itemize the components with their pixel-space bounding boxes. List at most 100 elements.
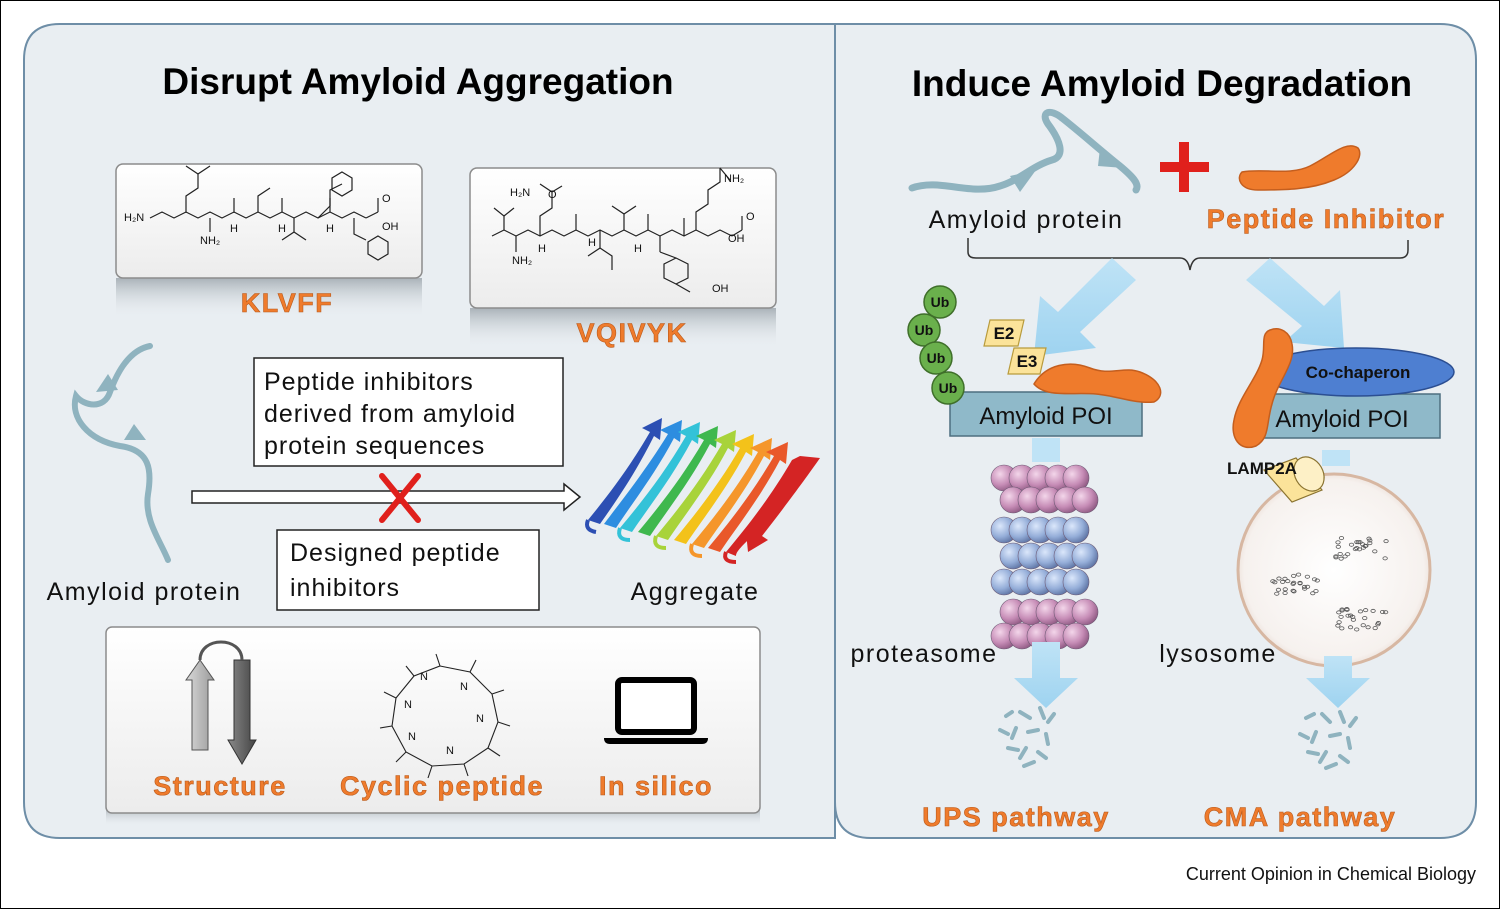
cma-peptide-fragments xyxy=(1298,710,1358,770)
designed-box-line-1: Designed peptide xyxy=(290,539,501,567)
peptide-inhibitor-shape xyxy=(1238,145,1361,191)
ub-label-4: Ub xyxy=(939,380,958,396)
lysosome-particle xyxy=(1290,588,1296,593)
lysosome-particle xyxy=(1282,587,1288,592)
cyclic-n-5: N xyxy=(408,731,416,743)
lysosome-particle xyxy=(1335,540,1341,545)
lysosome-particle xyxy=(1280,579,1286,584)
cyclic-n-6: N xyxy=(404,699,412,711)
lysosome-label: lysosome xyxy=(1159,640,1277,668)
proteasome-icon xyxy=(990,464,1099,650)
vqivyk-label: VQIVYK xyxy=(576,318,687,348)
arrow-to-ups xyxy=(1034,258,1136,356)
ups-pathway-label: UPS pathway xyxy=(922,802,1110,832)
lysosome-particle xyxy=(1336,610,1342,615)
ups-peptide-fragments xyxy=(998,706,1056,768)
designed-inhibitors-box xyxy=(276,529,540,611)
lysosome-particle xyxy=(1333,555,1339,560)
lysosome-particle xyxy=(1339,626,1345,631)
lysosome-particle xyxy=(1365,625,1371,630)
klvff-h3: H xyxy=(326,223,334,235)
vqivyk-structure-card: H₂N O NH₂ H H H NH₂ O OH OH xyxy=(469,167,777,348)
lysosome-particle xyxy=(1352,547,1358,552)
lysosome-particle xyxy=(1291,573,1297,578)
cyclic-n-2: N xyxy=(460,681,468,693)
lysosome-particle xyxy=(1282,576,1288,581)
ub-label-2: Ub xyxy=(915,322,934,338)
lysosome-particle xyxy=(1282,591,1288,596)
lysosome-particle xyxy=(1345,613,1351,618)
lysosome-particle xyxy=(1372,626,1378,631)
amyloid-poi-cma xyxy=(1259,393,1441,439)
lysosome-particle xyxy=(1276,576,1282,581)
ub-label-3: Ub xyxy=(927,350,946,366)
strategy-in-silico: In silico xyxy=(599,771,713,801)
lysosome-particle xyxy=(1367,541,1373,546)
lysosome-particle xyxy=(1348,542,1355,547)
cma-arrow-stem-top xyxy=(1322,450,1350,466)
lysosome-particle xyxy=(1383,539,1389,544)
e3-label: E3 xyxy=(1017,352,1038,371)
strategy-structure: Structure xyxy=(153,771,287,801)
klvff-o: O xyxy=(382,193,391,205)
vqivyk-h3: H xyxy=(634,243,642,255)
right-title: Induce Amyloid Degradation xyxy=(912,63,1412,104)
amyloid-protein-strand-right xyxy=(908,108,1141,194)
klvff-h2: H xyxy=(278,223,286,235)
lysosome-particle xyxy=(1342,554,1348,559)
journal-credit: Current Opinion in Chemical Biology xyxy=(1186,864,1476,884)
lysosome-particle xyxy=(1347,625,1354,630)
lysosome-particle xyxy=(1345,552,1351,557)
proteasome-subunit xyxy=(1062,568,1090,596)
lysosome-particle xyxy=(1350,614,1356,619)
lysosome-particle xyxy=(1360,623,1366,628)
lysosome-particle xyxy=(1355,540,1361,545)
lysosome-particle xyxy=(1310,591,1316,596)
peptide-inhibitor-label: Peptide Inhibitor xyxy=(1207,204,1446,234)
cyclic-n-4: N xyxy=(446,745,454,757)
lysosome-particle xyxy=(1338,556,1344,561)
lysosome-particle xyxy=(1382,556,1388,561)
lysosome-particle xyxy=(1375,621,1382,626)
lysosome-particle xyxy=(1295,572,1302,577)
lysosome-particle xyxy=(1367,538,1373,543)
lysosome-particle xyxy=(1304,574,1310,579)
lysosome-particle xyxy=(1354,546,1360,551)
lysosome-particle xyxy=(1363,543,1369,548)
lamp2a-label: LAMP2A xyxy=(1227,459,1297,478)
cma-pathway-label: CMA pathway xyxy=(1204,802,1397,832)
lysosome-particle xyxy=(1336,620,1342,625)
lysosome-particle xyxy=(1302,586,1308,591)
amyloid-poi-ups xyxy=(949,391,1143,437)
vqivyk-oh-ring: OH xyxy=(712,283,729,295)
lamp2a-opening xyxy=(1293,456,1325,492)
vqivyk-nh2-top: NH₂ xyxy=(724,173,744,185)
lysosome-icon xyxy=(1236,472,1432,668)
bound-inhibitor-cma xyxy=(1232,328,1294,449)
strategy-cyclic-peptide: Cyclic peptide xyxy=(340,771,544,801)
lysosome-particle xyxy=(1291,580,1297,585)
strategies-card xyxy=(105,626,761,814)
vqivyk-nh2: NH₂ xyxy=(512,255,532,267)
plus-icon xyxy=(1160,142,1209,192)
proteasome-subunit xyxy=(1071,486,1099,514)
designed-box-line-2: inhibitors xyxy=(290,574,400,602)
lysosome-particle xyxy=(1363,608,1369,613)
vqivyk-h2: H xyxy=(588,237,596,249)
amyloid-protein-strand-left xyxy=(71,343,171,563)
aggregation-arrow xyxy=(191,482,582,512)
vqivyk-skeleton xyxy=(491,167,743,293)
cyclic-n-1: N xyxy=(420,671,428,683)
amyloid-poi-cma-label: Amyloid POI xyxy=(1275,406,1408,433)
vqivyk-oh: OH xyxy=(728,233,745,245)
ups-arrow-stem xyxy=(1032,438,1060,462)
left-amyloid-label: Amyloid protein xyxy=(47,578,242,606)
lysosome-particle xyxy=(1335,544,1341,549)
lysosome-particle xyxy=(1383,610,1389,615)
bound-inhibitor-ups xyxy=(1033,363,1162,404)
left-title: Disrupt Amyloid Aggregation xyxy=(162,61,673,102)
lysosome-particle xyxy=(1291,589,1297,594)
lysosome-particle xyxy=(1370,608,1376,613)
lysosome-contents xyxy=(1270,536,1389,632)
